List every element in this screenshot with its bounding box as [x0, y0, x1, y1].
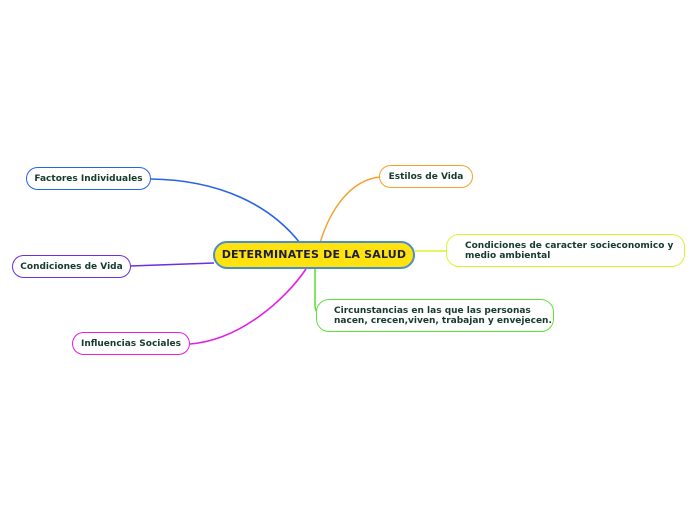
- node-label: Condiciones de Vida: [20, 261, 123, 272]
- connector-factores-individuales: [150, 178, 301, 244]
- node-label: Estilos de Vida: [388, 171, 464, 182]
- node-circunstancias[interactable]: Circunstancias en las que las personas n…: [316, 299, 554, 332]
- node-condiciones-socioeconomico[interactable]: Condiciones de caracter socieconomico y …: [446, 234, 685, 267]
- node-label: Influencias Sociales: [80, 338, 182, 349]
- node-condiciones-de-vida[interactable]: Condiciones de Vida: [12, 255, 131, 278]
- node-factores-individuales[interactable]: Factores Individuales: [26, 167, 151, 190]
- connector-condiciones-de-vida: [129, 262, 215, 267]
- node-label: Condiciones de caracter socieconomico y …: [465, 240, 674, 261]
- node-label: Factores Individuales: [34, 173, 143, 184]
- connector-influencias-sociales: [189, 268, 307, 345]
- connector-estilos-de-vida: [319, 176, 381, 244]
- node-influencias-sociales[interactable]: Influencias Sociales: [72, 332, 190, 355]
- node-label: Circunstancias en las que las personas n…: [334, 305, 552, 326]
- central-topic-label: DETERMINATES DE LA SALUD: [221, 248, 407, 261]
- node-estilos-de-vida[interactable]: Estilos de Vida: [379, 165, 473, 188]
- central-topic-node[interactable]: DETERMINATES DE LA SALUD: [213, 241, 415, 269]
